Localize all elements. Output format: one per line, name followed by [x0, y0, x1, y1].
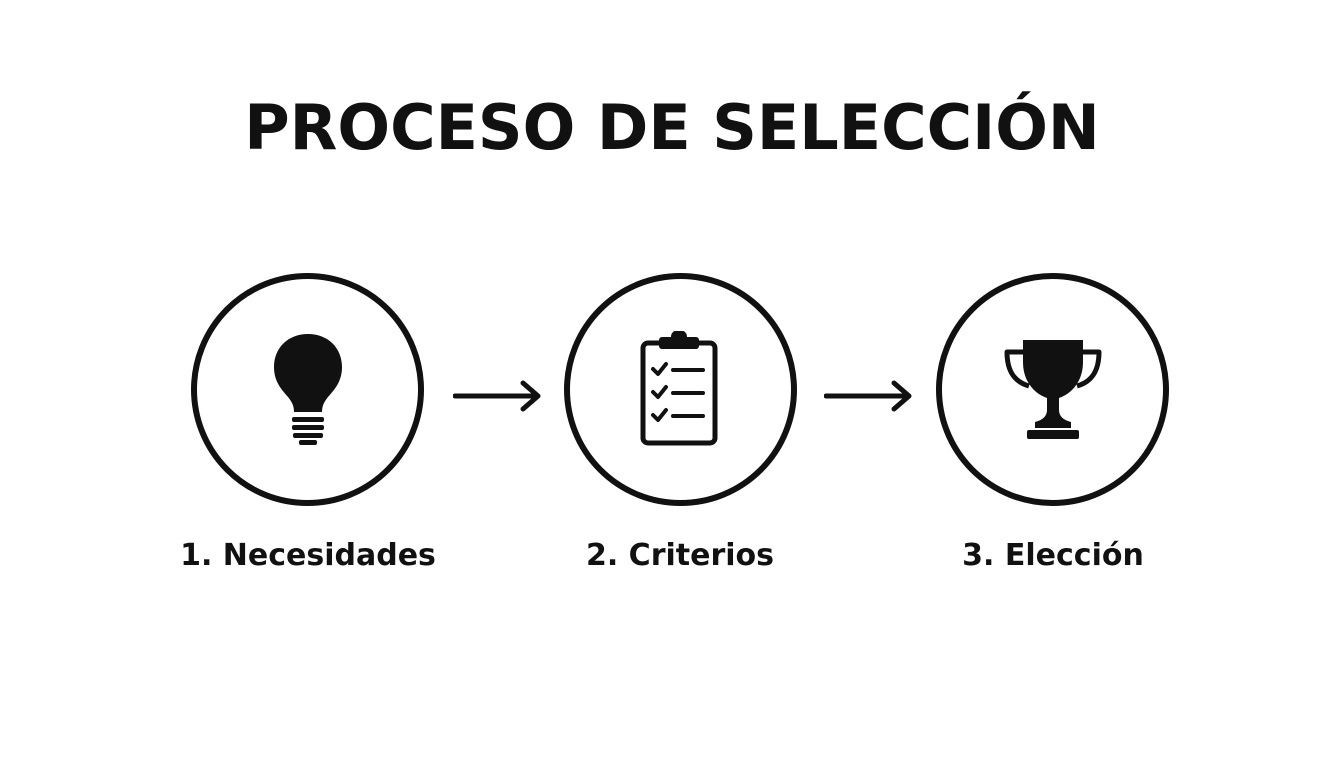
trophy-icon [1001, 338, 1105, 442]
step-1-circle [191, 273, 424, 506]
arrow-right-icon [824, 380, 912, 412]
diagram-title: PROCESO DE SELECCIÓN [244, 91, 1100, 164]
step-3-circle [936, 273, 1169, 506]
arrow-right-icon [453, 380, 541, 412]
clipboard-checklist-icon [639, 330, 723, 449]
lightbulb-icon [268, 330, 348, 450]
step-1-label: 1. Necesidades [180, 538, 436, 573]
step-3-label: 3. Elección [962, 538, 1144, 573]
step-2-label: 2. Criterios [585, 538, 775, 573]
step-2-circle [564, 273, 797, 506]
